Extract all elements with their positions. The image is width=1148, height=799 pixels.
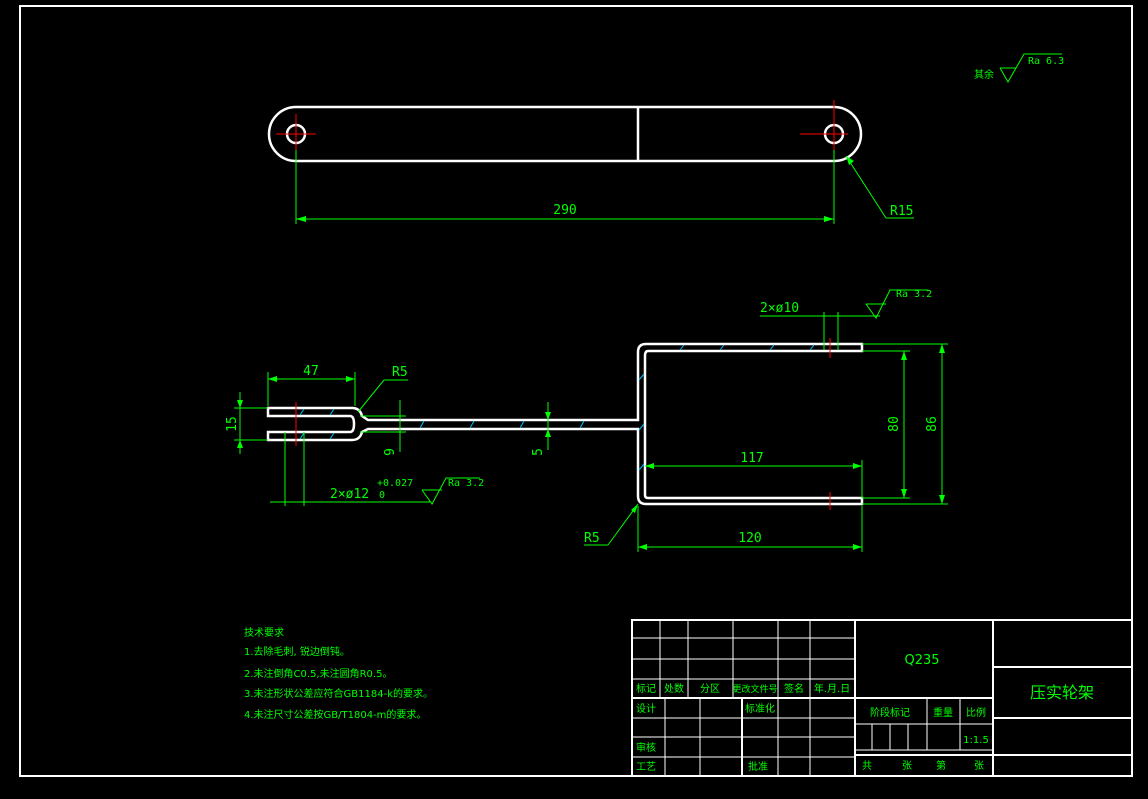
view-top-link: 290 R15: [267, 100, 914, 224]
weight-label: 重量: [933, 706, 953, 719]
title-block: [631, 619, 1133, 777]
dim-r5-bottom: R5: [584, 531, 600, 546]
dim-r5-top: R5: [392, 365, 408, 380]
page-label: 第: [936, 759, 946, 772]
dim-2x12-tol-lower: 0: [379, 490, 385, 501]
material: Q235: [904, 653, 939, 668]
view-frame: 47 R5 15 9 5 2×ø12 +0.027 0 Ra 3.2: [225, 289, 948, 552]
dim-9: 9: [383, 448, 398, 456]
dim-2x10: 2×ø10: [760, 301, 799, 316]
scale-label: 比例: [966, 706, 986, 719]
tech-notes: 技术要求 1.去除毛刺, 锐边倒钝。 2.未注倒角C0.5,未注圆角R0.5。 …: [244, 626, 433, 721]
dim-2x12-tol-upper: +0.027: [377, 478, 413, 489]
tech-note-4: 4.未注尺寸公差按GB/T1804-m的要求。: [244, 708, 426, 721]
dim-5: 5: [531, 448, 546, 456]
design-label: 设计: [636, 702, 656, 715]
dim-290: 290: [553, 203, 576, 218]
link-outline: [267, 105, 863, 163]
stage-label: 阶段标记: [870, 706, 910, 719]
header-sign: 签名: [784, 682, 804, 695]
dim-2x12: 2×ø12: [330, 487, 369, 502]
roughness-prefix: 其余: [974, 68, 994, 81]
page-sheet-label: 张: [974, 760, 984, 772]
tech-note-2: 2.未注倒角C0.5,未注圆角R0.5。: [244, 667, 392, 680]
review-label: 审核: [636, 741, 656, 754]
header-date: 年.月.日: [814, 682, 850, 695]
total-label: 共: [862, 760, 872, 772]
dim-47: 47: [303, 364, 319, 379]
approve-label: 批准: [748, 760, 768, 773]
dim-120: 120: [738, 531, 761, 546]
title-block-text: Q235 压实轮架 标记 处数 分区 更改文件号 签名 年.月.日 设计 标准化…: [636, 653, 1094, 773]
roughness-right: Ra 3.2: [896, 289, 932, 300]
dim-117: 117: [740, 451, 763, 466]
part-name: 压实轮架: [1030, 683, 1094, 702]
header-count: 处数: [664, 682, 684, 695]
frame-outline: [266, 342, 864, 506]
header-change-doc: 更改文件号: [732, 683, 777, 695]
roughness-value: Ra 6.3: [1028, 56, 1064, 67]
dim-86: 86: [925, 416, 940, 432]
drawing-frame: [19, 5, 1133, 777]
roughness-left: Ra 3.2: [448, 478, 484, 489]
process-label: 工艺: [636, 761, 656, 773]
header-mark: 标记: [636, 683, 656, 695]
standardize-label: 标准化: [745, 702, 775, 715]
dim-r15: R15: [890, 204, 913, 219]
scale-value: 1:1.5: [963, 735, 989, 746]
sheet-label: 张: [902, 760, 912, 772]
dim-15: 15: [225, 416, 240, 432]
roughness-general: 其余 Ra 6.3: [974, 53, 1064, 84]
dim-80: 80: [887, 416, 902, 432]
header-zone: 分区: [700, 683, 720, 695]
tech-notes-heading: 技术要求: [244, 626, 284, 639]
tech-note-1: 1.去除毛刺, 锐边倒钝。: [244, 645, 350, 658]
tech-note-3: 3.未注形状公差应符合GB1184-k的要求。: [244, 687, 433, 700]
